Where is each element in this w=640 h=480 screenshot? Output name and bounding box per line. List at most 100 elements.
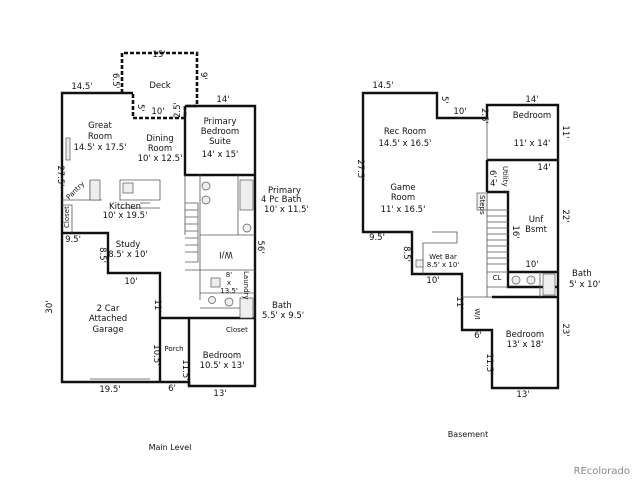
plan-label: Porch [164, 345, 183, 353]
plan-label: Bedroom [506, 330, 544, 340]
plan-label: 27.5' [55, 165, 65, 186]
plan-label: 6' [168, 384, 176, 394]
plan-label: W/I [219, 249, 233, 259]
sink-icon [208, 296, 216, 304]
plan-label: 8.5' [401, 246, 411, 262]
plan-label: 6' [487, 170, 497, 178]
plan-label: 30' [45, 300, 55, 313]
plan-label: 8' [226, 271, 232, 279]
plan-label: 4' [490, 179, 498, 189]
plan-label: Room [88, 132, 112, 142]
plan-label: 10' x 12.5' [138, 154, 183, 164]
basement-caption: Basement [448, 430, 488, 439]
plan-label: 11' x 14' [514, 139, 551, 149]
plan-label: 22' [560, 209, 570, 222]
plan-label: 8.5' x 10' [427, 261, 460, 269]
plan-label: Wet Bar [429, 253, 457, 261]
plan-label: 5.5' x 9.5' [262, 311, 304, 321]
plan-label: 14.5' x 17.5' [74, 143, 127, 153]
plan-label: Rec Room [384, 127, 426, 137]
plan-label: x [227, 279, 231, 287]
bathtub-icon [542, 273, 556, 296]
steps-box [476, 192, 488, 211]
plan-label: 9' [198, 72, 208, 80]
shower-icon [239, 179, 254, 211]
plan-label: Dining [146, 134, 173, 144]
plan-label: Closet [63, 206, 71, 228]
plan-label: 16' [510, 225, 520, 238]
plan-label: 9.5' [369, 233, 385, 243]
washer-icon [210, 277, 221, 288]
plan-label: 13' x 18' [507, 340, 544, 350]
main-level-caption: Main Level [149, 443, 192, 452]
plan-label: Kitchen [109, 202, 141, 212]
plan-label: 10' [426, 276, 439, 286]
plan-label: 6.5' [110, 73, 120, 89]
plan-label: 14' [525, 95, 538, 105]
plan-label: Great [88, 121, 112, 131]
plan-label: 8.5' [97, 247, 107, 263]
plan-label: 11.5' [180, 359, 190, 380]
plan-label: 2 Car [97, 304, 120, 314]
main-exterior-wall [60, 91, 257, 388]
plan-label: 14.5' [372, 81, 393, 91]
stairs [486, 192, 508, 272]
plan-label: 6' [474, 331, 482, 341]
plan-label: CL [493, 274, 502, 282]
basement-plan: Rec Room 14.5' x 16.5' Game Room 11' x 1… [355, 81, 600, 439]
plan-label: 10' [453, 107, 466, 117]
plan-label: Laundry [242, 271, 250, 300]
plan-label: 14' [216, 95, 229, 105]
main-level-plan: Deck Great Room 14.5' x 17.5' Dining Roo… [45, 50, 309, 452]
plan-label: 10' x 11.5' [264, 205, 309, 215]
plan-label: Primary [204, 117, 237, 127]
basement-exterior-wall [361, 91, 560, 390]
plan-label: Study [116, 240, 141, 250]
plan-label: 10' [151, 107, 164, 117]
plan-label: 13.5' [220, 287, 238, 295]
sink-icon [201, 195, 211, 205]
basement-interior-walls [485, 158, 558, 299]
plan-label: Bedroom [203, 351, 241, 361]
sink-icon [415, 259, 424, 268]
plan-label: 23' [560, 323, 570, 336]
plan-label: 9.5' [65, 235, 81, 245]
plan-label: 10' [124, 277, 137, 287]
wall-lines [422, 118, 541, 298]
plan-label: Primary [268, 186, 301, 196]
plan-label: Room [391, 193, 415, 203]
sink-icon [201, 181, 211, 191]
plan-label: 14' [537, 163, 550, 173]
plan-label: 11' x 16.5' [381, 205, 426, 215]
plan-label: 4 Pc Bath [261, 195, 301, 205]
plan-label: 14.5' x 16.5' [379, 139, 432, 149]
plan-label: Game [390, 183, 415, 193]
plan-label: 5' x 10' [569, 280, 600, 290]
plan-label: 5' [439, 96, 449, 104]
plan-label: 13' [213, 389, 226, 399]
toilet-icon [242, 223, 252, 233]
plan-label: 14.5' [71, 82, 92, 92]
plan-label: 5' [135, 104, 145, 112]
plan-label: Garage [92, 325, 123, 335]
plan-label: Steps [478, 195, 486, 215]
plan-label: 10' x 19.5' [103, 211, 148, 221]
toilet-icon [526, 275, 536, 285]
fireplace-icon [65, 137, 71, 161]
plan-label: Pantry [65, 180, 87, 202]
stairs [185, 202, 199, 263]
plan-label: Bsmt [525, 225, 548, 235]
plan-label: 14' x 15' [202, 150, 239, 160]
plan-label: 10.5' [151, 344, 161, 365]
plan-label: 15' [152, 50, 165, 60]
fridge-icon [89, 179, 101, 201]
plan-label: 11' [454, 296, 464, 309]
plan-label: Bath [272, 301, 292, 311]
plan-label: 8.5' x 10' [108, 250, 147, 260]
plan-label: 19.5' [99, 385, 120, 395]
plan-label: 11' [152, 299, 162, 312]
plan-label: 11.5' [484, 353, 494, 374]
sink-icon [511, 275, 521, 285]
bathtub-icon [239, 297, 254, 319]
